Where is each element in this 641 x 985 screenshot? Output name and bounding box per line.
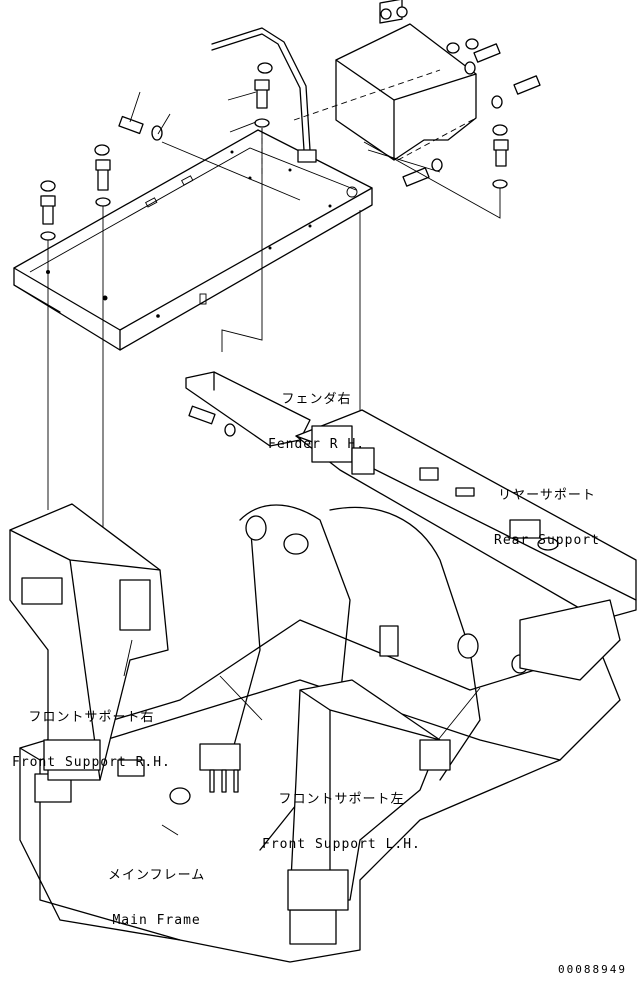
assembly-lines bbox=[47, 69, 501, 570]
label-front-support-lh: フロントサポート左 Front Support L.H. bbox=[262, 762, 421, 867]
label-fender-rh-en: Fender R H. bbox=[268, 437, 366, 452]
fender-rh-bracket bbox=[185, 371, 311, 447]
label-main-frame-jp: メインフレーム bbox=[108, 868, 206, 883]
rear-bracket-cover bbox=[335, 0, 477, 161]
front-support-lh bbox=[199, 679, 451, 911]
fender-plate bbox=[13, 129, 373, 351]
front-support-rh bbox=[9, 503, 191, 805]
label-main-frame: メインフレーム Main Frame bbox=[108, 838, 205, 943]
label-rear-support-en: Rear Support bbox=[494, 533, 600, 548]
label-front-support-rh: フロントサポート右 Front Support R.H. bbox=[12, 680, 171, 785]
handrail bbox=[211, 27, 317, 163]
fasteners-top bbox=[40, 6, 541, 241]
label-rear-support: リヤーサポート Rear Support bbox=[494, 458, 600, 563]
rear-support bbox=[295, 409, 637, 621]
label-front-support-rh-jp: フロントサポート右 bbox=[28, 710, 155, 725]
label-leaders bbox=[123, 639, 481, 836]
label-front-support-rh-en: Front Support R.H. bbox=[12, 755, 171, 770]
label-main-frame-en: Main Frame bbox=[112, 913, 201, 928]
label-front-support-lh-en: Front Support L.H. bbox=[262, 837, 421, 852]
label-rear-support-jp: リヤーサポート bbox=[498, 488, 596, 503]
label-fender-rh-jp: フェンダ右 bbox=[281, 392, 352, 407]
label-front-support-lh-jp: フロントサポート左 bbox=[278, 792, 405, 807]
drawing-number: 00088949 bbox=[558, 963, 627, 976]
label-fender-rh: フェンダ右 Fender R H. bbox=[268, 362, 365, 467]
